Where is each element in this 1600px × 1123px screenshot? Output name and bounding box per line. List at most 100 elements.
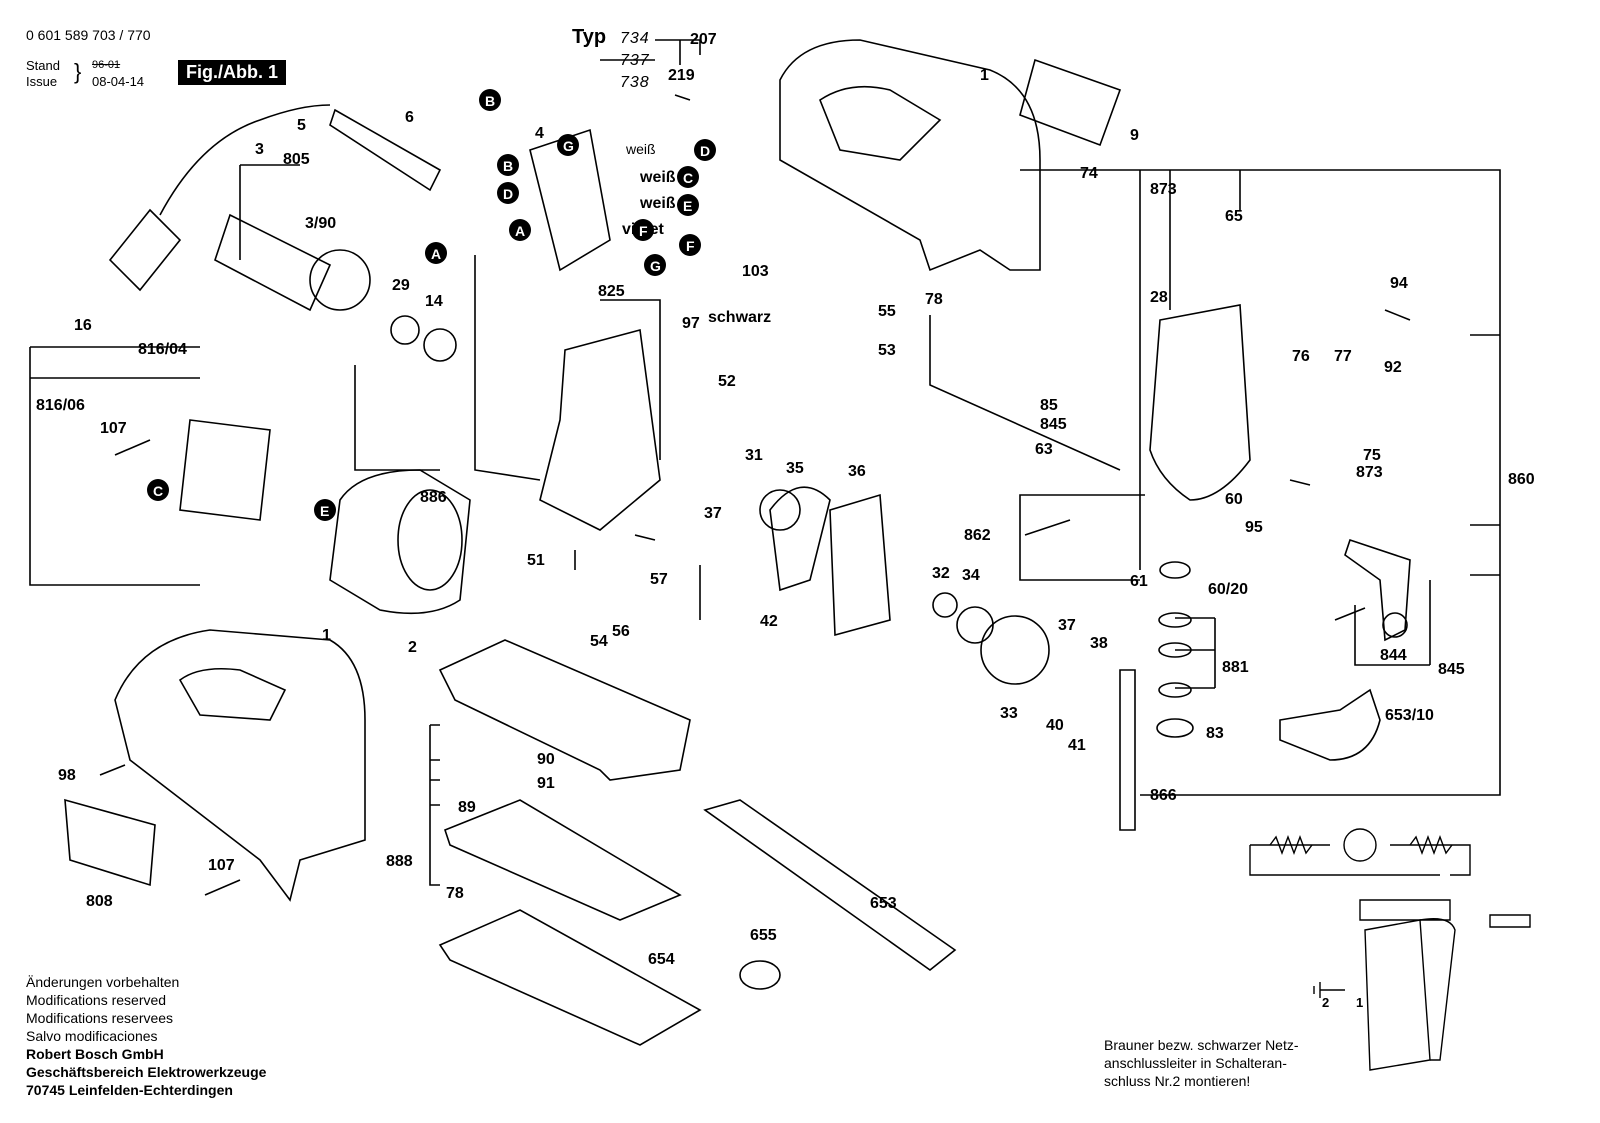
part-label: 92 [1384,359,1402,376]
coil-symbol [1269,835,1313,855]
company-address: 70745 Leinfelden-Echterdingen [26,1082,233,1098]
part-label: 51 [527,552,545,569]
connection-callouts: B G B D A F D C E F G A C E [147,89,716,521]
footer-line: Änderungen vorbehalten [26,974,180,990]
part-label: weiß [639,169,676,186]
part-label: 85 [1040,397,1058,414]
part-label: 55 [878,303,896,320]
type-plate [1019,58,1122,147]
field-coil-stator [329,469,471,615]
roller-bracket [1344,538,1411,642]
cord-sleeve [329,108,442,192]
part-label: 1 [980,67,989,84]
part-label: 74 [1080,165,1098,182]
callout-letter: E [320,503,329,519]
callout-g-wire: G [644,254,666,276]
leader-825 [474,255,661,481]
mains-plug [108,208,182,292]
part-label: 61 [1130,573,1148,590]
part-label: 98 [58,767,76,784]
callout-g-top: G [557,134,579,156]
sliding-plate [444,799,682,921]
seal-ring-83 [1156,718,1194,738]
armature-fan [309,249,371,311]
base-cover [438,909,702,1046]
screw-107-upper [114,439,151,456]
document-number: 0 601 589 703 / 770 [26,27,151,43]
part-label: 4 [535,125,544,142]
guide-plate [829,493,891,637]
part-label: 31 [745,447,763,464]
callout-c-brush: C [147,479,169,501]
coil-symbol [1409,835,1453,855]
bracket-63 [1019,170,1145,581]
wire-label-white: weiß [626,141,656,157]
part-label: 36 [848,463,866,480]
part-label: 56 [612,623,630,640]
part-number-labels: 207 219 1 9 74 873 65 94 28 78 55 53 52 … [36,31,1535,1010]
bracket-16 [29,346,200,586]
callout-a-cord: A [425,242,447,264]
callout-letter: B [485,93,495,109]
part-label: 825 [598,283,625,300]
motor-symbol [1343,828,1377,862]
screw-107 [204,879,241,896]
part-label: 75 [1363,447,1381,464]
guide-roller [1382,612,1408,638]
part-outlines [64,39,1411,1046]
callout-letter: C [153,483,163,499]
part-label: 57 [650,571,668,588]
part-label: 860 [1508,471,1535,488]
part-label: 845 [1438,661,1465,678]
part-label: 95 [1245,519,1263,536]
part-label: 816/06 [36,397,85,414]
part-label: weiß [639,195,676,212]
callout-b: B [497,154,519,176]
leader-typ [655,39,701,65]
callout-letter: B [503,158,513,174]
leader-886 [354,365,440,471]
leader-78 [929,315,1121,471]
part-label: 33 [1000,705,1018,722]
switch-housing [1419,918,1456,1061]
part-label: schwarz [708,309,771,326]
gear-plate [539,328,661,531]
callout-c-wire: C [677,166,699,188]
part-label: 41 [1068,737,1086,754]
callout-letter: G [563,138,574,154]
damper-ring [1158,612,1192,628]
part-label: 866 [1150,787,1177,804]
part-label: 107 [208,857,235,874]
bracket-888 [429,724,440,886]
part-label: 37 [1058,617,1076,634]
part-label: 60/20 [1208,581,1248,598]
part-label: 653/10 [1385,707,1434,724]
switch-symbol [1364,919,1431,1071]
wiring-note-line: Brauner bezw. schwarzer Netz- [1104,1037,1299,1053]
callout-letter: F [639,223,648,239]
part-label: 653 [870,895,897,912]
part-label: 1 [1356,995,1363,1010]
part-label: 35 [786,460,804,477]
bracket-860-branches [1470,334,1500,576]
callout-letter: F [686,238,695,254]
typ-variant: 738 [620,74,650,91]
part-label: 862 [964,527,991,544]
part-label: 32 [932,565,950,582]
brush-holder [179,419,271,521]
bracket-845 [1354,580,1431,666]
schematic-wire [1249,845,1440,876]
part-label: 655 [750,927,777,944]
part-label: 83 [1206,725,1224,742]
footer-line: Salvo modificaciones [26,1028,158,1044]
part-label: 207 [690,31,717,48]
chip-guard [1279,688,1381,761]
part-label: 3 [255,141,264,158]
callout-letter: A [431,246,441,262]
part-label: 37 [704,505,722,522]
pin-862 [1024,519,1071,536]
part-label: 844 [1380,647,1407,664]
bearing-ring [390,315,420,345]
footer-line: Modifications reservees [26,1010,174,1026]
part-label: 873 [1150,181,1177,198]
